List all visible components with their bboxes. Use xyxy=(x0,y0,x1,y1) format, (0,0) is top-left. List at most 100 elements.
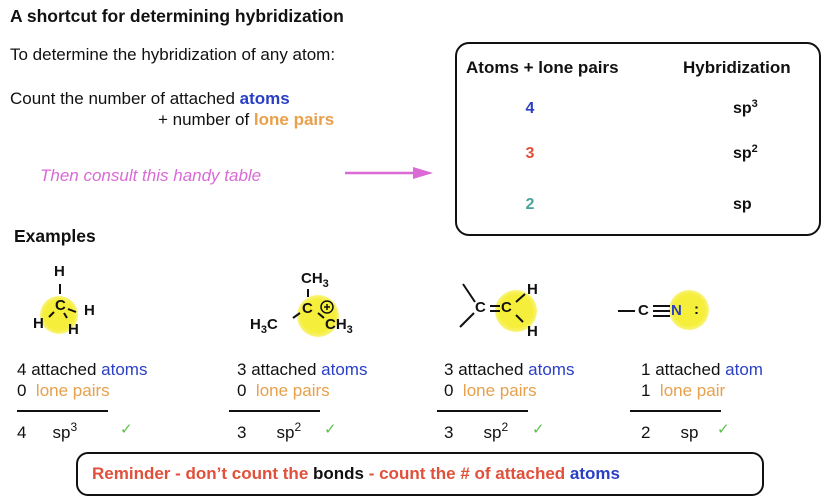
reminder-bonds: bonds xyxy=(313,464,364,483)
page-title: A shortcut for determining hybridization xyxy=(10,6,344,26)
table-count-4: 4 xyxy=(525,100,535,117)
total: 3 xyxy=(444,423,454,442)
atoms-keyword: atoms xyxy=(239,89,290,108)
count: 0 xyxy=(444,381,454,400)
checkmark-icon: ✓ xyxy=(717,421,730,438)
example-1-lone-pairs: 0 lone pairs xyxy=(17,381,110,401)
c-text: C xyxy=(266,316,278,333)
hyb-base: sp xyxy=(483,423,502,442)
methane-structure xyxy=(48,284,77,319)
alkene-c1: C xyxy=(475,299,486,316)
methane-h-bottom-left: H xyxy=(33,315,44,332)
subscript: 3 xyxy=(322,278,329,290)
table-hyb-sp3: sp3 xyxy=(733,98,758,118)
table-hyb-sp: sp xyxy=(733,196,752,214)
rule-line-1: Count the number of attached atoms xyxy=(10,89,290,109)
lone-pairs-keyword: lone pairs xyxy=(253,110,335,129)
alkene-c2: C xyxy=(501,299,512,316)
h-text: H xyxy=(250,316,261,333)
highlight-nitrogen-nitrile xyxy=(669,290,709,330)
count: 3 xyxy=(237,360,247,379)
example-2-divider xyxy=(229,410,320,412)
label-prefix: attached xyxy=(31,360,102,379)
carbocation-c: C xyxy=(302,300,313,317)
carbocation-h3c-left: H3C xyxy=(250,316,278,336)
example-2-atoms: 3 attached atoms xyxy=(237,360,367,380)
consult-table-text: Then consult this handy table xyxy=(40,166,262,185)
hyb-superscript: 2 xyxy=(294,420,302,434)
checkmark-icon: ✓ xyxy=(532,421,545,438)
example-1-divider xyxy=(17,410,108,412)
hyb-base: sp xyxy=(733,100,752,117)
ch-text: CH xyxy=(325,316,347,333)
example-4-atoms: 1 attached atom xyxy=(641,360,763,380)
table-header-hybridization: Hybridization xyxy=(683,58,791,77)
example-3-divider xyxy=(437,410,528,412)
reminder-atoms: atoms xyxy=(569,464,620,483)
intro-text: To determine the hybridization of any at… xyxy=(10,45,336,64)
lone-pairs-label: lone pairs xyxy=(462,381,537,400)
table-count-3: 3 xyxy=(525,145,535,162)
total: 4 xyxy=(17,423,27,442)
count: 1 xyxy=(641,381,651,400)
hyb-base: sp xyxy=(52,423,71,442)
arrow-right-icon xyxy=(345,167,433,179)
nitrile-c: C xyxy=(638,302,649,319)
rule-line-1-prefix: Count the number of attached xyxy=(10,89,240,108)
hybridization-table xyxy=(455,42,821,236)
lone-pairs-label: lone pairs xyxy=(35,381,110,400)
examples-heading: Examples xyxy=(14,226,96,246)
alkene-h-bottom: H xyxy=(527,323,538,340)
atoms-label: atom xyxy=(725,360,763,379)
subscript: 3 xyxy=(346,324,353,336)
methane-h-right: H xyxy=(84,302,95,319)
nitrile-n: N xyxy=(671,302,682,319)
highlight-carbon-alkene xyxy=(495,290,537,332)
example-2-result: 3 sp2 xyxy=(237,420,302,443)
carbocation-bonds xyxy=(292,289,334,319)
hyb-base: sp xyxy=(733,196,752,213)
example-3-atoms: 3 attached atoms xyxy=(444,360,574,380)
methane-h-top: H xyxy=(54,263,65,280)
hyb-base: sp xyxy=(733,145,752,162)
hyb-base: sp xyxy=(276,423,295,442)
example-1-result: 4 sp3 xyxy=(17,420,78,443)
count: 0 xyxy=(17,381,27,400)
label-prefix: attached xyxy=(458,360,529,379)
highlight-carbon-methane xyxy=(40,296,78,334)
label-prefix: attached xyxy=(251,360,322,379)
hyb-superscript: 3 xyxy=(70,420,78,434)
reminder-part-1: Reminder - don’t count the xyxy=(92,464,313,483)
example-3-result: 3 sp2 xyxy=(444,420,509,443)
carbocation-ch3-top: CH3 xyxy=(301,270,329,290)
subscript: 3 xyxy=(260,324,267,336)
table-hyb-sp2: sp2 xyxy=(733,143,758,163)
lone-pairs-label: lone pair xyxy=(659,381,726,400)
carbocation-ch3-right: CH3 xyxy=(325,316,353,336)
hyb-superscript: 2 xyxy=(501,420,509,434)
example-3-lone-pairs: 0 lone pairs xyxy=(444,381,537,401)
example-4-divider xyxy=(630,410,721,412)
nitrile-bonds xyxy=(618,305,670,317)
total: 3 xyxy=(237,423,247,442)
ch-text: CH xyxy=(301,270,323,287)
nitrile-lone-pair: : xyxy=(694,301,699,318)
methane-h-bottom-right: H xyxy=(68,321,79,338)
atoms-label: atoms xyxy=(101,360,148,379)
highlight-carbon-carbocation xyxy=(297,295,339,337)
alkene-bonds xyxy=(459,283,526,328)
alkene-h-top: H xyxy=(527,281,538,298)
count: 1 xyxy=(641,360,651,379)
example-4-lone-pairs: 1 lone pair xyxy=(641,381,725,401)
table-header-atoms-lone-pairs: Atoms + lone pairs xyxy=(466,58,619,77)
example-1-atoms: 4 attached atoms xyxy=(17,360,147,380)
checkmark-icon: ✓ xyxy=(120,421,133,438)
hyb-superscript: 3 xyxy=(751,98,758,110)
atoms-label: atoms xyxy=(528,360,575,379)
reminder-box xyxy=(76,452,764,496)
hyb-base: sp xyxy=(680,423,699,442)
rule-line-2: + number of lone pairs xyxy=(158,110,334,130)
checkmark-icon: ✓ xyxy=(324,421,337,438)
methane-c: C xyxy=(55,297,66,314)
